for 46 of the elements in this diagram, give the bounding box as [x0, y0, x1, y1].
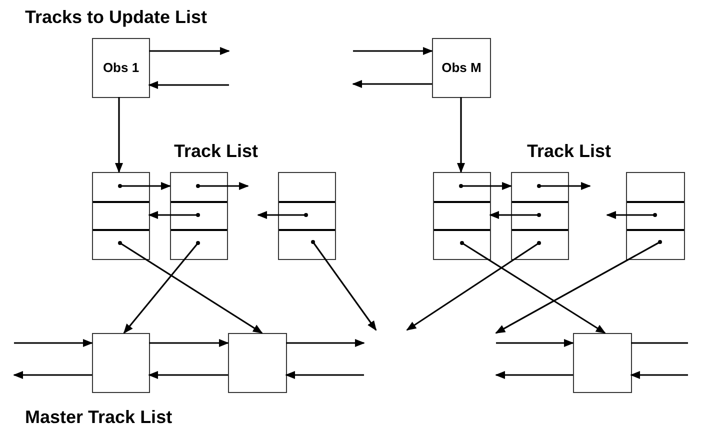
section-heading: Tracks to Update List: [25, 6, 208, 29]
arrow: [457, 97, 465, 173]
arrow: [123, 241, 200, 334]
arrow: [459, 182, 512, 190]
arrow: [115, 97, 123, 173]
arrow: [196, 182, 249, 190]
arrow: [149, 47, 230, 55]
track-record: [433, 172, 491, 260]
track-record: [626, 172, 685, 260]
arrow: [14, 339, 93, 347]
track-record: [170, 172, 228, 260]
empty-box: [573, 333, 632, 393]
empty-box: [228, 333, 287, 393]
track-record: [511, 172, 569, 260]
arrow: [13, 371, 92, 379]
box-label: Obs 1: [102, 59, 140, 78]
arrow: [496, 339, 574, 347]
arrow: [537, 182, 591, 190]
track-record: [278, 172, 336, 260]
arrow: [148, 81, 229, 89]
arrow: [495, 240, 662, 334]
arrow: [118, 182, 171, 190]
arrow: [460, 241, 606, 334]
arrow: [118, 241, 263, 334]
arrow: [148, 371, 228, 379]
arrow: [286, 339, 365, 347]
arrow: [285, 371, 364, 379]
section-heading: Track List: [527, 140, 612, 163]
box-label: Obs M: [442, 59, 482, 78]
section-heading: Track List: [174, 140, 258, 163]
track-record: [92, 172, 150, 260]
arrow: [148, 211, 200, 219]
arrow: [489, 211, 541, 219]
empty-box: [92, 333, 150, 393]
process-box: [92, 38, 150, 98]
arrow: [149, 339, 229, 347]
arrow: [606, 211, 657, 219]
arrow: [257, 211, 308, 219]
process-box: [432, 38, 491, 98]
arrow: [495, 371, 573, 379]
arrow: [353, 47, 433, 55]
arrow: [630, 371, 688, 379]
arrow: [406, 241, 541, 331]
arrow: [311, 240, 377, 331]
section-heading: Master Track List: [25, 406, 172, 429]
arrow: [352, 80, 432, 88]
